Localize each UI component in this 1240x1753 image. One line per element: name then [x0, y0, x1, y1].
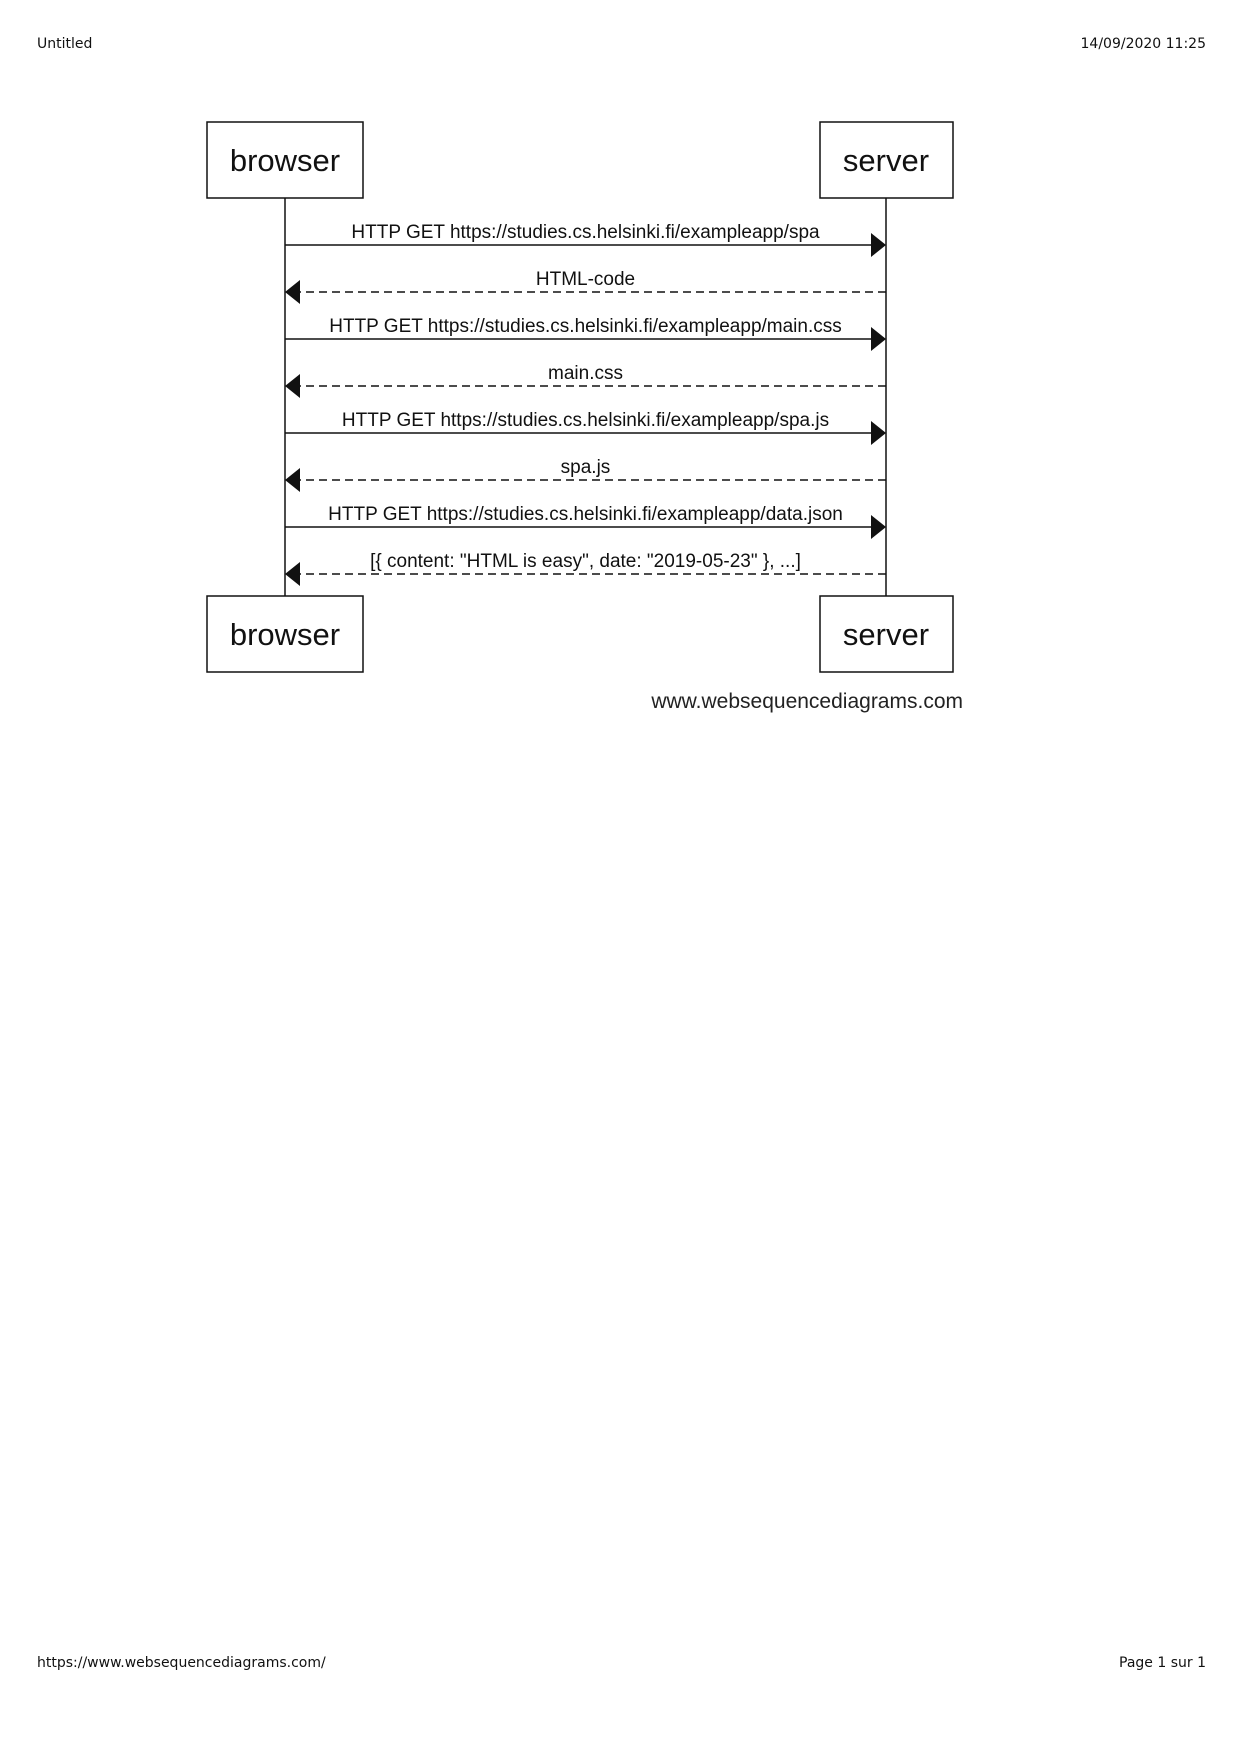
message-4: main.css	[285, 363, 886, 398]
message-label: HTTP GET https://studies.cs.helsinki.fi/…	[342, 410, 829, 431]
print-footer-page: Page 1 sur 1	[1119, 1655, 1206, 1671]
message-1: HTTP GET https://studies.cs.helsinki.fi/…	[285, 222, 886, 257]
message-label: main.css	[548, 363, 623, 384]
message-8: [{ content: "HTML is easy", date: "2019-…	[285, 551, 886, 586]
print-header-datetime: 14/09/2020 11:25	[1080, 36, 1207, 52]
arrowhead	[285, 562, 300, 586]
print-footer-url: https://www.websequencediagrams.com/	[37, 1655, 326, 1671]
participant-browser-bottom: browser	[206, 595, 364, 673]
participant-server-top: server	[819, 121, 954, 199]
arrowhead	[285, 468, 300, 492]
message-label: spa.js	[561, 457, 611, 478]
arrowhead	[871, 327, 886, 351]
messages: HTTP GET https://studies.cs.helsinki.fi/…	[285, 222, 886, 586]
message-label: HTML-code	[536, 269, 635, 290]
message-2: HTML-code	[285, 269, 886, 304]
message-6: spa.js	[285, 457, 886, 492]
print-header-title: Untitled	[37, 36, 93, 52]
participant-label: browser	[230, 617, 340, 652]
message-5: HTTP GET https://studies.cs.helsinki.fi/…	[285, 410, 886, 445]
message-7: HTTP GET https://studies.cs.helsinki.fi/…	[285, 504, 886, 539]
arrowhead	[871, 233, 886, 257]
participant-server-bottom: server	[819, 595, 954, 673]
arrowhead	[871, 515, 886, 539]
participant-label: browser	[230, 143, 340, 178]
arrowhead	[285, 374, 300, 398]
watermark: www.websequencediagrams.com	[650, 690, 963, 713]
message-label: HTTP GET https://studies.cs.helsinki.fi/…	[351, 222, 820, 243]
participant-browser-top: browser	[206, 121, 364, 199]
message-3: HTTP GET https://studies.cs.helsinki.fi/…	[285, 316, 886, 351]
participant-label: server	[843, 617, 929, 652]
message-label: [{ content: "HTML is easy", date: "2019-…	[370, 551, 801, 572]
participant-label: server	[843, 143, 929, 178]
arrowhead	[871, 421, 886, 445]
message-label: HTTP GET https://studies.cs.helsinki.fi/…	[329, 316, 842, 337]
sequence-diagram: browser server HTTP GET https://studies.…	[206, 121, 963, 713]
message-label: HTTP GET https://studies.cs.helsinki.fi/…	[328, 504, 843, 525]
arrowhead	[285, 280, 300, 304]
